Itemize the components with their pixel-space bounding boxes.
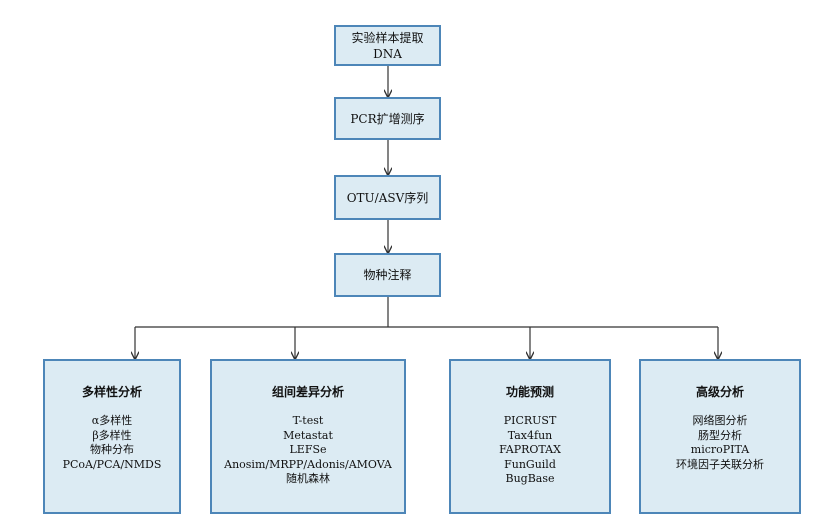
step-species-annotation: 物种注释	[334, 253, 441, 297]
list-item: 肠型分析	[698, 428, 742, 442]
step-pcr-sequencing: PCR扩增测序	[334, 97, 441, 140]
list-item: PICRUST	[503, 414, 557, 427]
list-item: 网络图分析	[692, 414, 748, 427]
step-label: PCR扩增测序	[350, 111, 425, 126]
category-group-difference: 组间差异分析 T-test Metastat LEFSe Anosim/MRPP…	[210, 359, 406, 514]
category-function-prediction: 功能预测 PICRUST Tax4fun FAPROTAX FunGuild B…	[449, 359, 611, 514]
step-label: 物种注释	[363, 268, 412, 282]
list-item: microPITA	[690, 443, 750, 457]
list-item: Anosim/MRPP/Adonis/AMOVA	[224, 457, 392, 471]
category-title: 功能预测	[505, 385, 554, 399]
list-item: FAPROTAX	[499, 443, 561, 457]
list-item: 物种分布	[90, 443, 134, 457]
list-item: 随机森林	[286, 472, 330, 486]
list-item: LEFSe	[289, 443, 327, 457]
step-label-2: DNA	[373, 46, 402, 61]
category-advanced-analysis: 高级分析 网络图分析 肠型分析 microPITA 环境因子关联分析	[639, 359, 801, 514]
step-otu-asv: OTU/ASV序列	[334, 175, 441, 220]
category-diversity-analysis: 多样性分析 α多样性 β多样性 物种分布 PCoA/PCA/NMDS	[43, 359, 181, 514]
category-title: 高级分析	[695, 385, 744, 399]
step-sample-dna-extraction: 实验样本提取 DNA	[334, 25, 441, 66]
step-label: OTU/ASV序列	[346, 190, 429, 205]
list-item: Metastat	[283, 428, 333, 442]
list-item: β多样性	[92, 428, 132, 442]
list-item: FunGuild	[504, 457, 556, 471]
list-item: α多样性	[91, 414, 133, 427]
category-title: 组间差异分析	[271, 385, 344, 399]
category-title: 多样性分析	[81, 385, 142, 399]
list-item: PCoA/PCA/NMDS	[62, 457, 162, 471]
list-item: 环境因子关联分析	[676, 457, 764, 471]
list-item: Tax4fun	[507, 428, 553, 442]
list-item: BugBase	[505, 472, 555, 486]
list-item: T-test	[292, 414, 324, 427]
step-label: 实验样本提取	[351, 30, 424, 45]
